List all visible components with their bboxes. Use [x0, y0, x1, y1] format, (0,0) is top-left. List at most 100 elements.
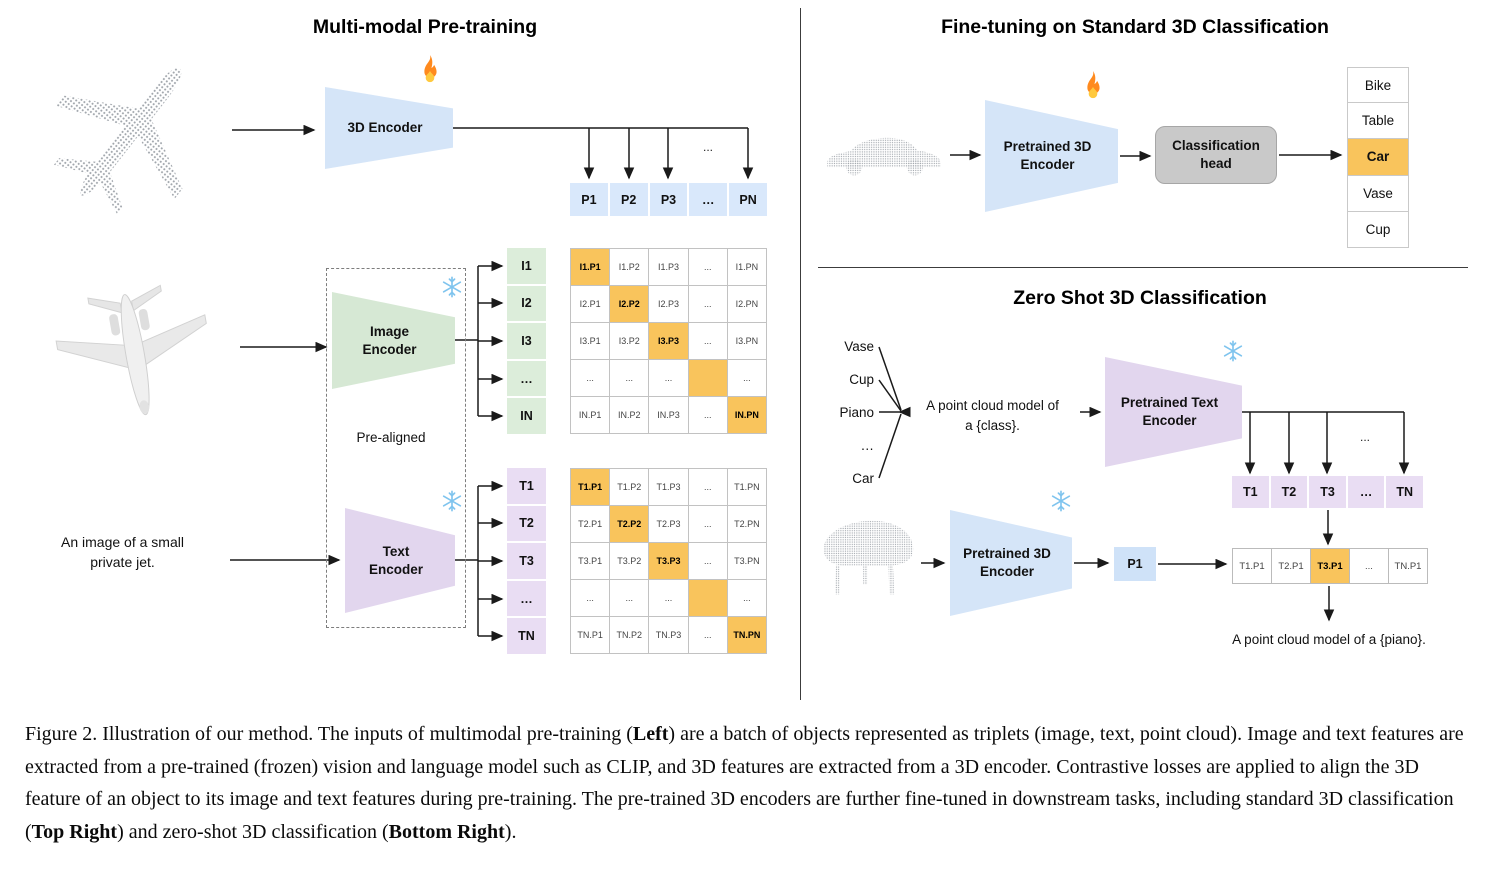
- image-point-similarity-cell: ...: [688, 397, 728, 434]
- text-point-similarity-cell: TN.P1: [571, 617, 611, 654]
- car-point-cloud: [822, 112, 947, 194]
- text-feature-cell: T2: [507, 505, 546, 542]
- image-point-similarity-cell: I1.PN: [727, 249, 767, 286]
- image-feature-cell: IN: [507, 398, 546, 434]
- pre-aligned-box: [326, 268, 466, 628]
- snowflake-icon: [441, 490, 463, 512]
- image-point-similarity-cell: I3.P1: [571, 323, 611, 360]
- image-point-similarity-cell: IN.PN: [727, 397, 767, 434]
- text-point-similarity-cell: T2.P2: [610, 506, 650, 543]
- text-point-similarity-cell: ...: [688, 506, 728, 543]
- zero-shot-class-label: Piano: [839, 405, 874, 420]
- airplane-photo: [38, 282, 233, 432]
- 3d-encoder: 3D Encoder: [325, 87, 453, 169]
- class-option-cell: Car: [1347, 139, 1409, 176]
- text-feature-cell: …: [507, 580, 546, 617]
- image-point-similarity-cell: ...: [610, 360, 650, 397]
- text-feature-cell: T1: [507, 468, 546, 504]
- p-header-cell: P1: [570, 183, 608, 216]
- image-point-similarity-cell: I2.PN: [727, 286, 767, 323]
- text-point-similarity-cell: T3.PN: [727, 543, 767, 580]
- zero-shot-class-label: Car: [852, 471, 874, 486]
- image-caption-text: An image of a small private jet.: [61, 534, 184, 571]
- image-feature-cell: I2: [507, 285, 546, 322]
- flame-icon: [1078, 70, 1108, 100]
- text-point-similarity-cell: T1.P3: [649, 469, 689, 506]
- text-point-similarity-cell: ...: [727, 580, 767, 617]
- class-option-cell: Bike: [1347, 67, 1409, 104]
- piano-point-cloud: [815, 505, 920, 610]
- text-point-similarity-cell: T1.P1: [571, 469, 611, 506]
- finetune-title: Fine-tuning on Standard 3D Classificatio…: [941, 16, 1329, 38]
- image-point-similarity-cell: ...: [649, 360, 689, 397]
- text-point-similarity-cell: TN.P3: [649, 617, 689, 654]
- pre-aligned-label: Pre-aligned: [356, 430, 426, 445]
- text-point-similarity-cell: ...: [688, 469, 728, 506]
- p1-cell: P1: [1114, 547, 1156, 581]
- t-header-cell: TN: [1386, 476, 1423, 508]
- t-header-cell: T1: [1232, 476, 1269, 508]
- p-header-cell: …: [689, 183, 728, 216]
- class-option-cell: Cup: [1347, 211, 1409, 248]
- t-header-cell: T3: [1309, 476, 1346, 508]
- class-option-cell: Vase: [1347, 175, 1409, 212]
- image-point-similarity-cell: IN.P1: [571, 397, 611, 434]
- output-ellipsis: ...: [1359, 430, 1370, 444]
- image-point-similarity-cell: I1.P2: [610, 249, 650, 286]
- image-point-similarity-cell: ...: [688, 323, 728, 360]
- image-point-similarity-cell: I3.P3: [649, 323, 689, 360]
- text-point-similarity-cell: T1.PN: [727, 469, 767, 506]
- pretrained-3d-encoder: Pretrained 3D Encoder: [985, 100, 1118, 212]
- class-option-cell: Table: [1347, 103, 1409, 140]
- p-header-cell: PN: [729, 183, 767, 216]
- text-point-similarity-cell: ...: [571, 580, 611, 617]
- airplane-point-cloud: [28, 46, 233, 218]
- zeroshot-output-text: A point cloud model of a {piano}.: [1232, 632, 1426, 647]
- image-point-similarity-cell: [688, 360, 728, 397]
- snowflake-icon: [441, 276, 463, 298]
- image-point-similarity-cell: ...: [688, 286, 728, 323]
- p-header-cell: P2: [609, 183, 648, 216]
- image-point-similarity-cell: I1.P3: [649, 249, 689, 286]
- image-point-similarity-cell: I2.P2: [610, 286, 650, 323]
- image-point-similarity-cell: ...: [688, 249, 728, 286]
- image-point-similarity-cell: I1.P1: [571, 249, 611, 286]
- image-feature-cell: I1: [507, 248, 546, 284]
- text-point-similarity-cell: T1.P2: [610, 469, 650, 506]
- text-point-similarity-cell: TN.PN: [727, 617, 767, 654]
- image-point-similarity-cell: IN.P3: [649, 397, 689, 434]
- image-point-similarity-cell: I3.P2: [610, 323, 650, 360]
- image-point-similarity-cell: IN.P2: [610, 397, 650, 434]
- text-feature-cell: TN: [507, 618, 546, 654]
- text-point-similarity-cell: TN.P2: [610, 617, 650, 654]
- similarity-cell: ...: [1350, 549, 1389, 584]
- image-point-similarity-cell: ...: [571, 360, 611, 397]
- horizontal-divider: [818, 267, 1468, 269]
- image-point-similarity-cell: I2.P3: [649, 286, 689, 323]
- zero-shot-class-label: …: [860, 438, 875, 453]
- zero-shot-class-label: Cup: [849, 372, 874, 387]
- text-point-similarity-cell: T3.P2: [610, 543, 650, 580]
- similarity-cell: T1.P1: [1233, 549, 1272, 584]
- figure-caption: Figure 2. Illustration of our method. Th…: [25, 723, 1464, 843]
- text-point-similarity-cell: T2.PN: [727, 506, 767, 543]
- p-header-cell: P3: [649, 183, 688, 216]
- t-header-cell: T2: [1270, 476, 1308, 508]
- text-feature-cell: T3: [507, 543, 546, 579]
- output-ellipsis: ...: [702, 140, 713, 154]
- flame-icon: [415, 54, 445, 84]
- text-point-similarity-cell: T3.P3: [649, 543, 689, 580]
- prompt-text: A point cloud model of a {class}.: [926, 398, 1059, 433]
- image-feature-cell: …: [507, 360, 546, 397]
- text-point-similarity-cell: T3.P1: [571, 543, 611, 580]
- text-point-similarity-cell: [688, 580, 728, 617]
- pretrained-3d-encoder-zeroshot: Pretrained 3D Encoder: [950, 510, 1072, 616]
- text-point-similarity-cell: ...: [688, 617, 728, 654]
